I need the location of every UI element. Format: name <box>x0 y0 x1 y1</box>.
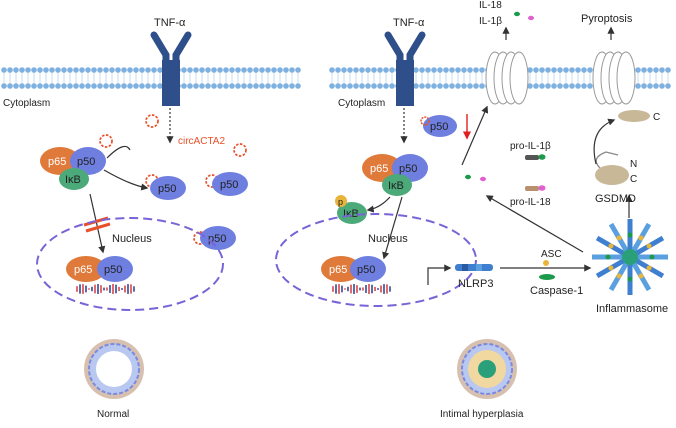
dna-helix-icon <box>332 284 391 294</box>
p50-label: p50 <box>77 156 95 168</box>
phospho-ikb: p IκB <box>335 195 367 224</box>
gsdmd-icon <box>595 151 629 185</box>
lone-p50: p50 <box>420 115 457 137</box>
nfkb-complex-right: p65 p50 IκB <box>362 154 428 196</box>
svg-text:p: p <box>338 197 343 207</box>
gsdmd-label: GSDMD <box>595 193 636 205</box>
hyperplasia-vessel-icon <box>457 339 517 399</box>
dna-helix-icon <box>76 284 135 294</box>
gsdmd-c-label: C <box>630 174 637 185</box>
nucleus-label: Nucleus <box>112 233 152 245</box>
transcription-arrow <box>427 264 452 285</box>
svg-text:p50: p50 <box>430 121 448 133</box>
nuclear-p65-label: p65 <box>74 264 92 276</box>
cytoplasm-label: Cytoplasm <box>3 98 50 109</box>
inflammasome-label: Inflammasome <box>596 303 668 315</box>
il1b-dot <box>528 15 534 21</box>
sponged-p50-2: p50 <box>212 172 248 196</box>
il18-dot <box>514 11 520 17</box>
svg-text:IκB: IκB <box>388 180 404 192</box>
tnf-receptor-icon <box>384 31 426 106</box>
tnf-receptor-icon <box>150 31 192 106</box>
nucleus-label-right: Nucleus <box>368 233 408 245</box>
svg-text:p50: p50 <box>158 183 176 195</box>
ikb-label: IκB <box>65 174 81 186</box>
nucleus-membrane <box>36 217 224 311</box>
gsdmd-n-label: N <box>630 159 637 170</box>
svg-text:p50: p50 <box>399 163 417 175</box>
pyroptosis-label: Pyroptosis <box>581 13 633 25</box>
sponge-arrow <box>103 145 147 188</box>
inflammasome-icon <box>592 219 668 295</box>
caspase-label: Caspase-1 <box>530 285 583 297</box>
svg-text:p65: p65 <box>370 163 388 175</box>
sponged-p50-1: p50 <box>150 176 186 200</box>
tnf-label-right: TNF-α <box>393 17 425 29</box>
gsdmd-pore-icon <box>485 51 529 105</box>
il18-label: IL-18 <box>479 0 502 11</box>
nuclear-p50 <box>97 256 133 282</box>
nuclear-p65-right: p65 <box>329 264 347 276</box>
gsdmd-pore-icon <box>592 51 636 105</box>
svg-text:p50: p50 <box>208 233 226 245</box>
hyperplasia-caption: Intimal hyperplasia <box>440 409 524 420</box>
secretion-arrow <box>461 105 489 166</box>
nuclear-p65 <box>66 256 106 282</box>
normal-caption: Normal <box>97 409 129 420</box>
caspase-icon <box>539 274 555 280</box>
nuclear-p50-right: p50 <box>357 264 375 276</box>
mature-il18-dot <box>465 174 471 180</box>
left-panel: TNF-α Cytoplasm circACTA2 p65 p50 IκB p5… <box>3 17 248 420</box>
nuclear-p50-label: p50 <box>104 264 122 276</box>
mature-il1b-dot <box>480 176 486 182</box>
p65-label: p65 <box>48 156 66 168</box>
normal-vessel-icon <box>84 339 144 399</box>
svg-text:p50: p50 <box>220 179 238 191</box>
fragment-c-label: C <box>653 112 660 123</box>
cytoplasm-label-right: Cytoplasm <box>338 98 385 109</box>
il1b-label: IL-1β <box>479 16 502 27</box>
svg-text:IκB: IκB <box>343 208 359 220</box>
maturation-arrow <box>485 195 584 253</box>
nlrp3-icon <box>455 264 493 271</box>
asc-label: ASC <box>541 249 562 260</box>
nucleus-membrane-right <box>275 213 477 307</box>
sponged-p50-3: p50 <box>200 226 236 250</box>
phospho-arrow <box>366 196 391 213</box>
pro-il1b-label: pro-IL-1β <box>510 141 551 152</box>
ikb-protein <box>59 168 89 190</box>
pro-il1b-icon <box>525 154 546 160</box>
right-panel: TNF-α Cytoplasm p50 p65 p50 IκB p IκB <box>275 0 668 420</box>
gsdmd-c-fragment <box>618 110 650 122</box>
gsdmd-cleave-arrow <box>593 118 616 165</box>
p50-protein <box>70 147 106 175</box>
nlrp3-label: NLRP3 <box>458 278 493 290</box>
asc-dot <box>543 260 549 266</box>
pro-il18-label: pro-IL-18 <box>510 197 551 208</box>
tnf-label: TNF-α <box>154 17 186 29</box>
cell-membrane-left <box>1 67 301 89</box>
translocation-arrow <box>382 196 403 260</box>
pro-il18-icon <box>525 185 546 191</box>
p65-protein <box>40 147 80 175</box>
circacta2-label: circACTA2 <box>178 136 225 147</box>
nfkb-complex: p65 p50 IκB <box>40 147 106 190</box>
blocked-arrow <box>89 193 106 254</box>
